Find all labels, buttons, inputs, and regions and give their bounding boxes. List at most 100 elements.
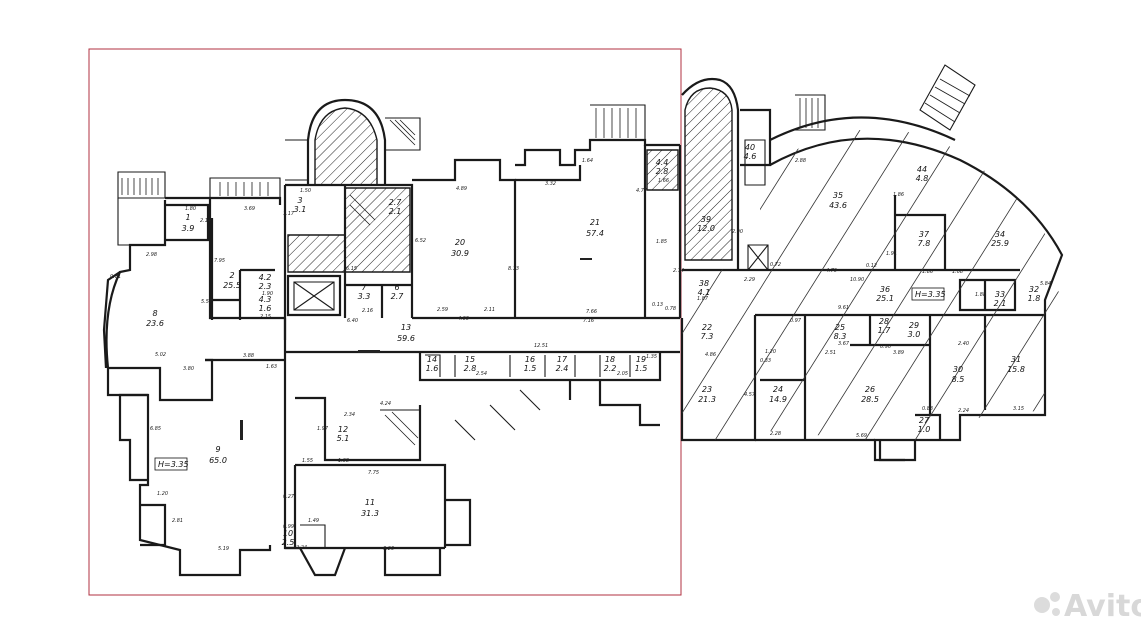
dimension-label: 2.11 xyxy=(484,307,495,313)
dimension-label: 3.88 xyxy=(243,353,254,359)
room-label-area: 25.1 xyxy=(876,294,894,303)
room-label-id: 33 xyxy=(995,290,1005,299)
room-label-id: 3 xyxy=(297,196,302,205)
dimension-label: 2.24 xyxy=(958,408,969,414)
dimension-label: 0.78 xyxy=(665,306,676,312)
room-label-id: 37 xyxy=(919,230,930,239)
room-label-area: 1.0 xyxy=(918,425,931,434)
room-label-id: 8 xyxy=(152,309,157,318)
dimension-label: 2.59 xyxy=(437,307,448,313)
north-central-block xyxy=(412,104,682,320)
dimension-label: 3.89 xyxy=(893,350,904,356)
dimension-label: 2.74 xyxy=(673,268,684,274)
room-label-area: 3.1 xyxy=(294,205,307,214)
dimension-label: 4.86 xyxy=(705,352,716,358)
room-label-area: 4.6 xyxy=(744,152,757,161)
room-label-area: 30.9 xyxy=(451,249,469,258)
watermark-text: Avito xyxy=(1064,589,1141,624)
room-label-area: 2.2 xyxy=(604,364,617,373)
dimension-label: 2.16 xyxy=(362,308,373,314)
room-label-id: 36 xyxy=(880,285,890,294)
room-label-id: 30 xyxy=(953,365,963,374)
room-label-area: 1.5 xyxy=(524,364,537,373)
room-label-area: 5.1 xyxy=(337,434,350,443)
dimension-label: 1.91 xyxy=(886,251,897,257)
room-label-id: 40 xyxy=(745,143,755,152)
room-label-id: 28 xyxy=(879,317,889,326)
room-label-area: 2.1 xyxy=(994,299,1007,308)
dimension-label: 1.86 xyxy=(893,192,904,198)
central-corridor xyxy=(140,318,680,577)
dimension-label: 0.99 xyxy=(283,524,294,530)
centre-markers xyxy=(240,258,592,440)
dimension-label: 4.99 xyxy=(458,316,469,322)
dimension-label: 6.15 xyxy=(346,266,357,272)
room-label-id: 13 xyxy=(401,323,411,332)
dimension-label: 1.49 xyxy=(308,518,319,524)
dimension-label: 1.87 xyxy=(697,296,709,302)
dimension-label: 5.02 xyxy=(155,352,166,358)
central-west-core xyxy=(283,98,421,318)
dimension-label: 1.64 xyxy=(582,158,593,164)
dimension-label: 1.38 xyxy=(338,458,349,464)
room-label-area: 21.3 xyxy=(698,395,716,404)
room-label-id: 32 xyxy=(1029,285,1039,294)
dimension-label: 1.90 xyxy=(262,291,273,297)
room-label-id: 7 xyxy=(361,283,367,292)
dimension-label: 1.88 xyxy=(975,292,986,298)
room-label-id: 39 xyxy=(701,215,711,224)
dimension-label: 9.61 xyxy=(838,305,849,311)
room-label-area: 2.3 xyxy=(259,282,272,291)
dimension-label: 2.51 xyxy=(825,350,836,356)
dimension-label: 1.08 xyxy=(952,269,963,275)
dimension-label: 2.98 xyxy=(146,252,157,258)
dimension-label: 10.90 xyxy=(850,277,864,283)
room-label-id: 22 xyxy=(702,323,712,332)
dimension-label: 4.77 xyxy=(636,188,648,194)
dimension-label: 8.13 xyxy=(508,266,519,272)
room-label-area: 1.8 xyxy=(1028,294,1041,303)
dimension-label: 3.32 xyxy=(545,181,556,187)
room-label-area: 12.0 xyxy=(697,224,715,233)
dimension-label: 6.40 xyxy=(347,318,358,324)
dimension-label: 4.79 xyxy=(826,268,837,274)
west-stairs xyxy=(121,178,269,196)
dimension-label: 0.12 xyxy=(866,263,877,269)
dimension-label: 5.19 xyxy=(218,546,229,552)
room-label-area: 2.8 xyxy=(656,167,669,176)
room-label-area: 59.6 xyxy=(397,334,415,343)
dimension-label: 2.88 xyxy=(795,158,806,164)
dimension-label: 7.66 xyxy=(586,309,597,315)
dimension-label: 2.05 xyxy=(617,371,628,377)
dimension-label: 0.90 xyxy=(880,344,891,350)
room-label-id: 2 xyxy=(229,271,234,280)
room-label-id: 11 xyxy=(365,498,375,507)
dimension-labels: 1.80 3.69 2.98 2.14 0.81 7.95 5.57 5.02 … xyxy=(110,158,1051,552)
room-label-area: 3.3 xyxy=(358,292,371,301)
dimension-label: 1.20 xyxy=(765,349,776,355)
dimension-label: 5.84 xyxy=(1040,281,1051,287)
room-label-area: 23.6 xyxy=(146,319,164,328)
dimension-label: 5.57 xyxy=(201,299,213,305)
dimension-label: 5.69 xyxy=(856,433,867,439)
level-marker: H=3.35 xyxy=(915,290,946,299)
room-label-area: 31.3 xyxy=(361,509,379,518)
room-label-id: 34 xyxy=(995,230,1005,239)
room-label-id: 44 xyxy=(917,165,927,174)
dimension-label: 6.52 xyxy=(415,238,426,244)
dimension-label: 0.27 xyxy=(283,494,295,500)
dimension-label: 3.15 xyxy=(1013,406,1024,412)
dimension-label: 2.29 xyxy=(744,277,755,283)
dimension-label: 7.16 xyxy=(583,318,594,324)
dimension-label: 1.63 xyxy=(266,364,277,370)
dimension-label: 2.14 xyxy=(200,218,211,224)
dimension-label: 1.17 xyxy=(283,211,295,217)
room-label-id: 4.2 xyxy=(259,273,272,282)
dimension-label: 0.97 xyxy=(790,318,802,324)
dimension-label: 0.81 xyxy=(110,274,121,280)
dimension-label: 1.85 xyxy=(656,239,667,245)
dimension-label: 1.97 xyxy=(317,426,329,432)
room-label-id: 17 xyxy=(557,355,568,364)
dimension-label: 4.57 xyxy=(744,392,756,398)
